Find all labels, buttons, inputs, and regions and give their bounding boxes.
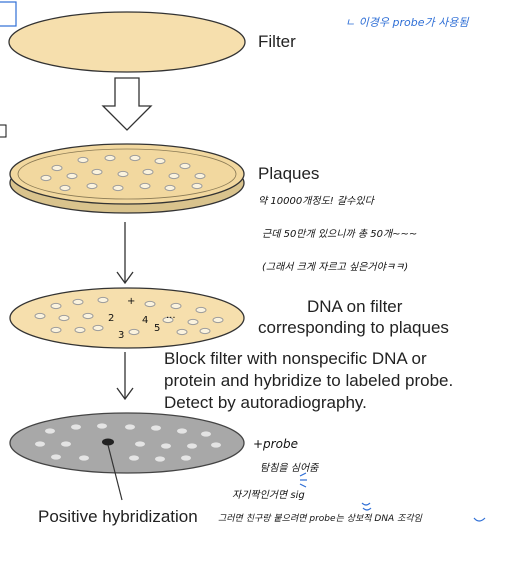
annotation-probe-4: 그러면 친구랑 붙으려면 probe는 상보적 DNA 조각임 <box>218 514 422 524</box>
filter-plaque <box>128 328 140 336</box>
filter-plaque <box>72 298 84 306</box>
filter-plaque <box>187 318 199 326</box>
plaque <box>154 157 166 165</box>
label-dna-filter-2: corresponding to plaques <box>258 318 449 337</box>
filter-plaque <box>170 302 182 310</box>
plaques-group <box>40 154 206 192</box>
label-filter: Filter <box>258 32 296 51</box>
autorad-spot <box>129 455 139 461</box>
autorad-spot <box>151 425 161 431</box>
clipped-mark-left <box>0 124 7 138</box>
filter-plaque <box>97 296 109 304</box>
down-arrow-2 <box>116 222 134 285</box>
autorad-spot <box>211 442 221 448</box>
autorad-spot <box>97 423 107 429</box>
handwritten-marks: + 2 4 3 5 ... <box>108 296 176 341</box>
mark-3: 3 <box>118 330 124 341</box>
label-block-1: Block filter with nonspecific DNA or <box>164 349 427 368</box>
plaque <box>129 154 141 162</box>
annotation-top: ㄴ 이경우 probe가 사용됨 <box>345 16 469 29</box>
autorad-disc <box>9 412 245 474</box>
label-block-2: protein and hybridize to labeled probe. <box>164 371 454 390</box>
plaque <box>179 162 191 170</box>
autorad-spot <box>155 456 165 462</box>
autorad-spot <box>35 441 45 447</box>
plaque <box>104 154 116 162</box>
filter-plaque <box>74 326 86 334</box>
plaque <box>191 182 203 190</box>
annotation-probe-3: 자기짝인거면 sig <box>232 490 305 501</box>
mark-dots: ... <box>166 310 176 321</box>
label-dna-filter-1: DNA on filter <box>307 297 403 316</box>
positive-pointer <box>107 444 123 501</box>
down-arrow-3 <box>116 352 134 401</box>
probe-squiggles <box>299 472 486 522</box>
filter-plaque <box>162 316 174 324</box>
plaque <box>51 164 63 172</box>
annotation-plaque-3: (그래서 크게 자르고 싶은거야ㅋㅋ) <box>262 262 409 273</box>
autorad-spot <box>51 454 61 460</box>
filter-plaque <box>144 300 156 308</box>
plaque <box>66 172 78 180</box>
autorad-spot <box>135 441 145 447</box>
filter-plaque <box>58 314 70 322</box>
autorad-spot <box>61 441 71 447</box>
autorad-spot <box>71 424 81 430</box>
positive-spot <box>102 438 114 446</box>
plaque <box>139 182 151 190</box>
filter-plaque <box>176 328 188 336</box>
label-positive: Positive hybridization <box>38 507 198 526</box>
mark-plus: + <box>127 296 135 307</box>
label-plaques: Plaques <box>258 164 320 183</box>
plaque <box>164 184 176 192</box>
filter-plaque <box>82 312 94 320</box>
autorad-spot <box>201 431 211 437</box>
plaque <box>86 182 98 190</box>
autorad-spot <box>177 428 187 434</box>
filter-plaque <box>50 326 62 334</box>
annotation-plaque-1: 약 10000개정도! 갈수있다 <box>258 196 374 207</box>
filter-plaques-group <box>34 296 224 336</box>
hollow-down-arrow <box>101 77 153 131</box>
annotation-probe-1: +probe <box>253 437 298 451</box>
filter-plaque <box>50 302 62 310</box>
mark-5: 5 <box>154 323 160 334</box>
plaque <box>142 168 154 176</box>
plaque <box>112 184 124 192</box>
autorad-spot <box>187 443 197 449</box>
filter-plaque <box>34 312 46 320</box>
plaque <box>117 170 129 178</box>
filter-plaque <box>92 324 104 332</box>
plaque <box>77 156 89 164</box>
clipped-box-artifact <box>0 1 17 27</box>
autorad-spot <box>45 428 55 434</box>
autorad-spots <box>35 423 221 462</box>
filter-plaque <box>199 327 211 335</box>
annotation-plaque-2: 근데 50만개 있으니까 총 50개~~~ <box>262 229 418 240</box>
plaque <box>59 184 71 192</box>
mark-4: 4 <box>142 315 148 326</box>
mark-2: 2 <box>108 313 114 324</box>
plaque <box>40 174 52 182</box>
autorad-spot <box>125 424 135 430</box>
plaque <box>168 172 180 180</box>
filter-disc <box>8 11 246 73</box>
annotation-probe-2: 탐침을 심어줌 <box>260 463 319 474</box>
filter-plaque <box>212 316 224 324</box>
filter-plaque <box>195 306 207 314</box>
autorad-spot <box>181 455 191 461</box>
autorad-spot <box>161 443 171 449</box>
plaque <box>194 172 206 180</box>
plaque <box>91 168 103 176</box>
label-block-3: Detect by autoradiography. <box>164 393 367 412</box>
autorad-spot <box>79 455 89 461</box>
